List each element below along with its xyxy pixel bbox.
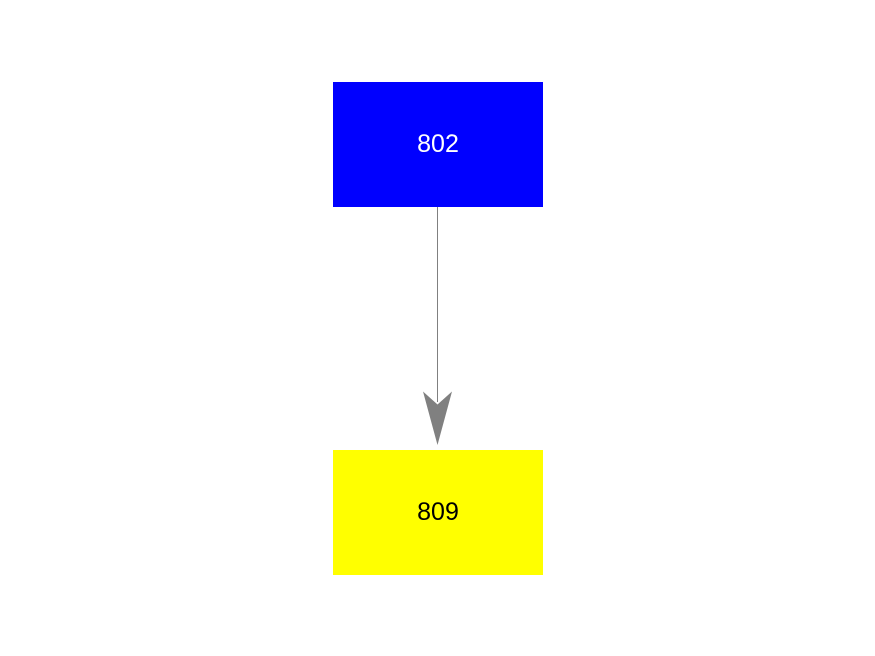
node-809[interactable]: 809 <box>333 450 543 575</box>
arrowhead-down-icon <box>423 391 452 445</box>
node-802-label: 802 <box>417 130 459 158</box>
node-809-label: 809 <box>417 498 459 526</box>
edge-802-809 <box>423 207 452 445</box>
node-802[interactable]: 802 <box>333 82 543 207</box>
